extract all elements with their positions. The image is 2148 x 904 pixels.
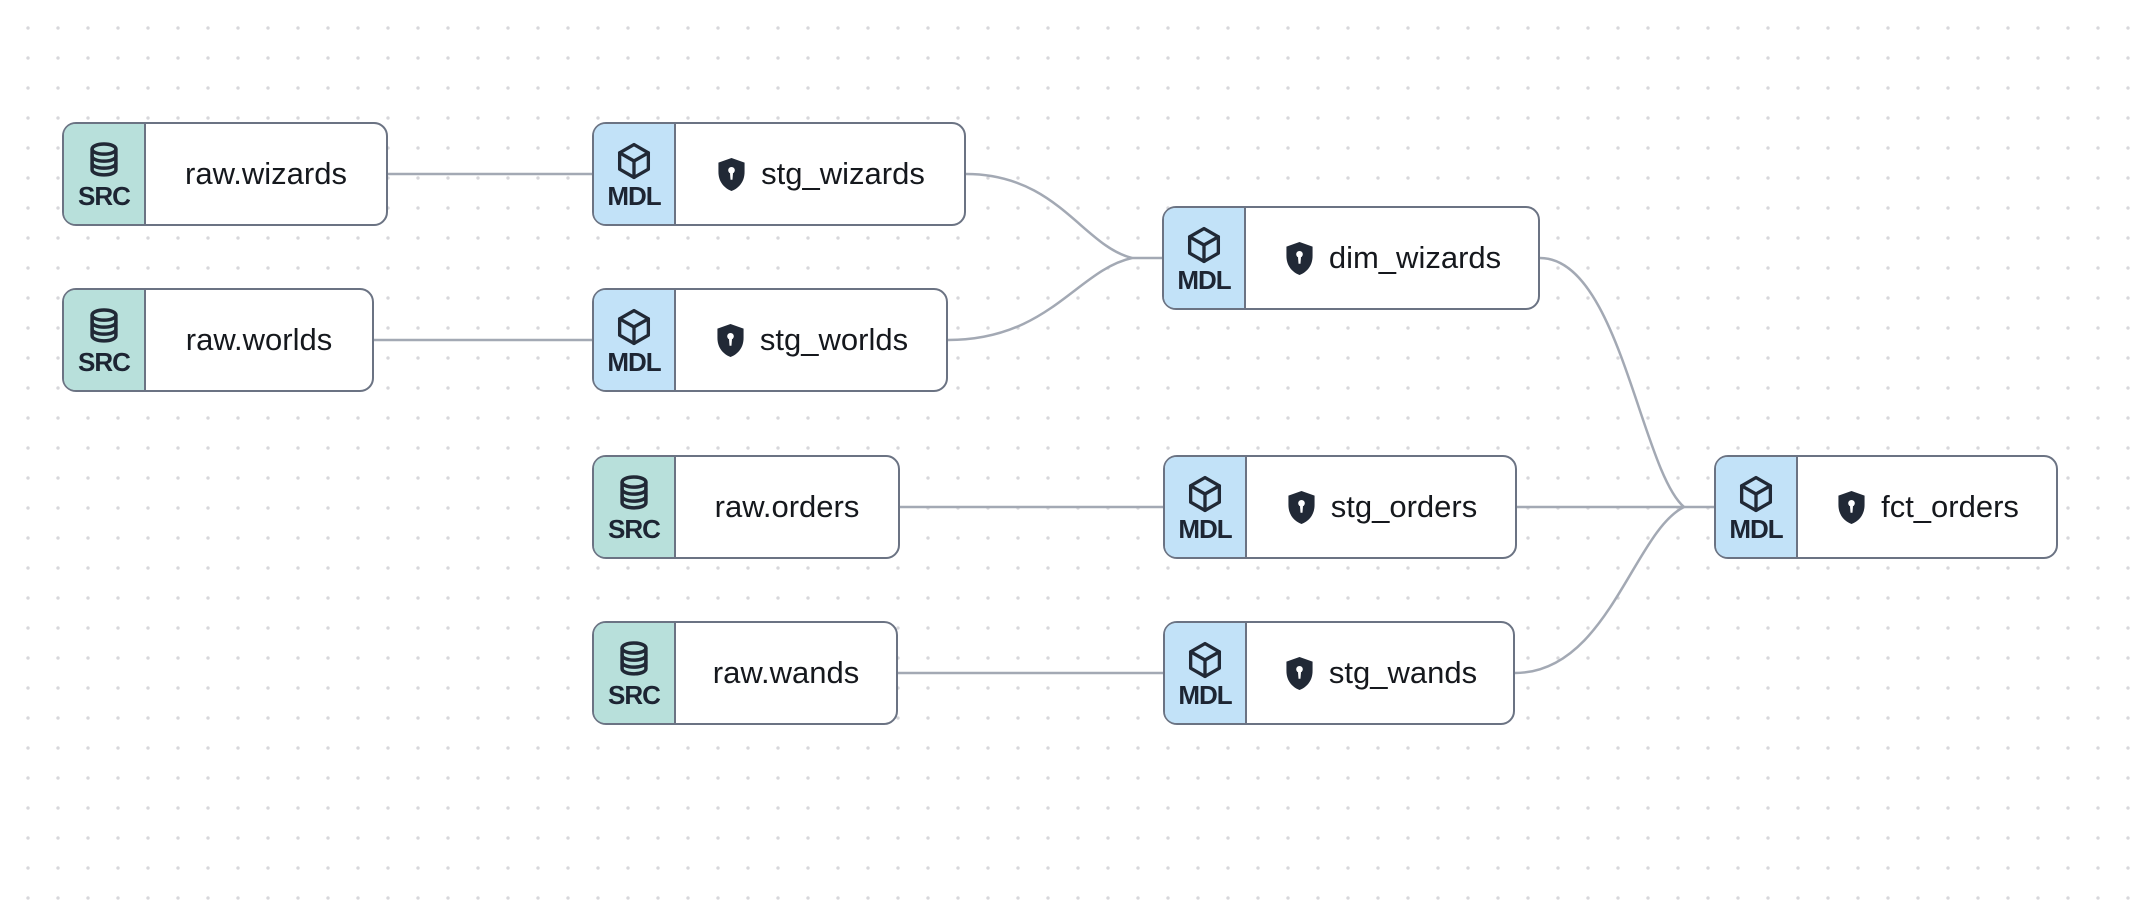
contract-shield-icon <box>1835 489 1868 526</box>
node-type-badge: MDL <box>594 124 676 224</box>
node-fct_orders[interactable]: MDL fct_orders <box>1714 455 2058 559</box>
node-type-label: SRC <box>78 180 131 211</box>
node-name: stg_wands <box>1328 655 1478 690</box>
node-body: fct_orders <box>1798 457 2056 557</box>
node-name: raw.worlds <box>185 322 333 357</box>
node-type-badge: SRC <box>594 457 676 557</box>
node-body: raw.wands <box>676 623 896 723</box>
node-type-label: SRC <box>78 346 131 377</box>
node-raw.orders[interactable]: SRC raw.orders <box>592 455 900 559</box>
node-body: stg_wizards <box>676 124 964 224</box>
node-type-label: MDL <box>1178 679 1232 710</box>
node-body: stg_worlds <box>676 290 946 390</box>
contract-shield-icon <box>1283 240 1316 277</box>
node-body: raw.orders <box>676 457 898 557</box>
node-type-badge: SRC <box>64 290 146 390</box>
node-dim_wizards[interactable]: MDL dim_wizards <box>1162 206 1540 310</box>
node-raw.wands[interactable]: SRC raw.wands <box>592 621 898 725</box>
node-name: stg_wizards <box>761 156 925 191</box>
cube-icon <box>617 308 651 345</box>
contract-shield-icon <box>1285 489 1318 526</box>
node-body: stg_wands <box>1247 623 1513 723</box>
cube-icon <box>617 142 651 179</box>
database-icon <box>90 141 118 177</box>
node-type-label: MDL <box>607 180 661 211</box>
edge-dim_wizards-to-fct_orders <box>1539 256 1685 508</box>
database-icon <box>620 474 648 510</box>
node-raw.worlds[interactable]: SRC raw.worlds <box>62 288 374 392</box>
node-name: raw.wizards <box>185 156 347 191</box>
contract-shield-icon <box>715 156 748 193</box>
node-type-badge: SRC <box>594 623 676 723</box>
node-stg_wizards[interactable]: MDL stg_wizards <box>592 122 966 226</box>
node-type-badge: MDL <box>1165 623 1247 723</box>
node-body: dim_wizards <box>1246 208 1538 308</box>
node-type-label: SRC <box>608 679 661 710</box>
node-type-badge: MDL <box>1164 208 1246 308</box>
node-name: stg_worlds <box>759 322 909 357</box>
cube-icon <box>1187 226 1221 263</box>
contract-shield-icon <box>1283 655 1316 692</box>
node-name: raw.wands <box>712 655 860 690</box>
node-raw.wizards[interactable]: SRC raw.wizards <box>62 122 388 226</box>
database-icon <box>620 640 648 676</box>
node-type-label: MDL <box>1178 513 1232 544</box>
node-name: raw.orders <box>714 489 860 524</box>
node-type-label: SRC <box>608 513 661 544</box>
node-type-label: MDL <box>607 346 661 377</box>
node-name: stg_orders <box>1330 489 1478 524</box>
node-type-label: MDL <box>1729 513 1783 544</box>
node-stg_wands[interactable]: MDL stg_wands <box>1163 621 1515 725</box>
cube-icon <box>1188 641 1222 678</box>
contract-shield-icon <box>714 322 747 359</box>
node-type-badge: MDL <box>1716 457 1798 557</box>
node-name: dim_wizards <box>1328 240 1502 275</box>
cube-icon <box>1739 475 1773 512</box>
node-name: fct_orders <box>1881 489 2019 524</box>
edge-stg_wands-to-fct_orders <box>1514 505 1685 675</box>
database-icon <box>90 307 118 343</box>
node-type-label: MDL <box>1177 264 1231 295</box>
node-stg_orders[interactable]: MDL stg_orders <box>1163 455 1517 559</box>
node-type-badge: MDL <box>594 290 676 390</box>
node-body: stg_orders <box>1247 457 1515 557</box>
node-type-badge: MDL <box>1165 457 1247 557</box>
node-body: raw.worlds <box>146 290 372 390</box>
node-type-badge: SRC <box>64 124 146 224</box>
edge-stg_wizards-to-dim_wizards <box>965 172 1133 260</box>
cube-icon <box>1188 475 1222 512</box>
node-stg_worlds[interactable]: MDL stg_worlds <box>592 288 948 392</box>
edge-stg_worlds-to-dim_wizards <box>947 256 1133 342</box>
node-body: raw.wizards <box>146 124 386 224</box>
